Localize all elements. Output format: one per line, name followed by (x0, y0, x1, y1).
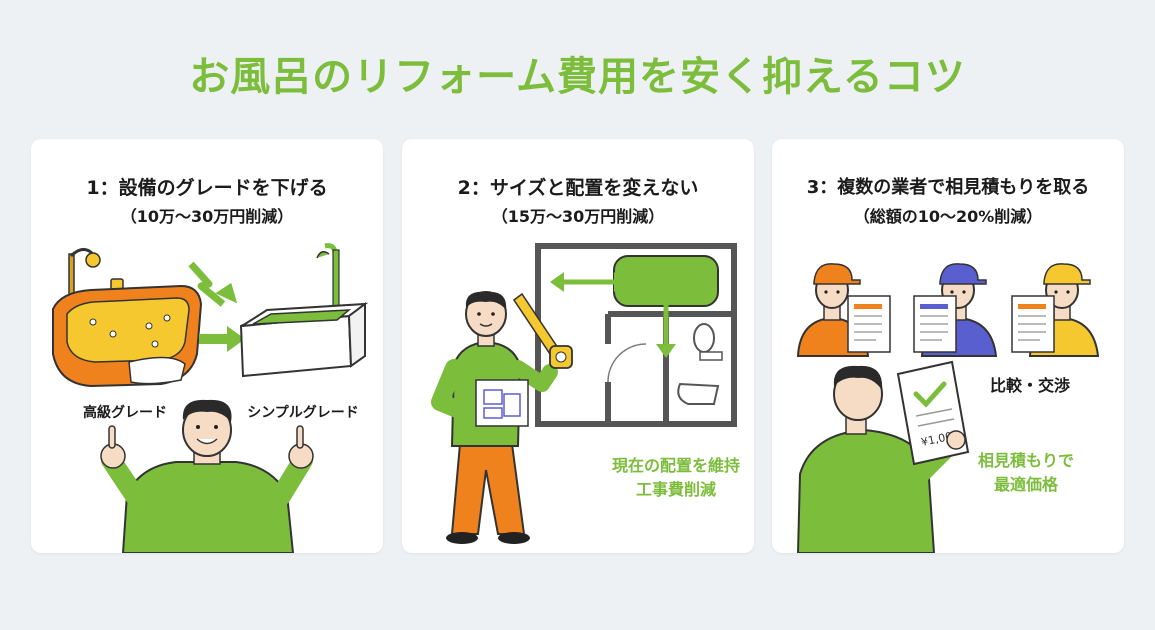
luxury-bathtub-icon (52, 248, 203, 388)
card-subheading: （総額の10〜20%削減） (853, 207, 1043, 226)
card-heading: 3：複数の業者で相見積もりを取る (806, 177, 1090, 198)
tip-card-1: 1：設備のグレードを下げる （10万〜30万円削減） (31, 139, 383, 553)
grade-illustration: 高級グレード シンプルグレード (52, 243, 369, 553)
quote-document-icon (847, 295, 891, 353)
card-heading: 1：設備のグレードを下げる (86, 177, 328, 199)
quote-illustration: 比較・交渉 ¥1,000 相見積もりで 最適価格 (796, 263, 1100, 553)
simple-bathtub-icon (239, 243, 369, 378)
quote-document-icon (1011, 295, 1055, 353)
arrow-icon (188, 261, 245, 352)
layout-illustration: 現在の配置を維持 工事費削減 (431, 243, 740, 544)
label-luxury: 高級グレード (83, 404, 167, 421)
compare-label: 比較・交渉 (990, 376, 1070, 395)
layout-note-line2: 工事費削減 (636, 480, 716, 499)
quote-note-line1: 相見積もりで (978, 451, 1074, 470)
page-title: お風呂のリフォーム費用を安く抑えるコツ (189, 54, 966, 100)
card-subheading: （15万〜30万円削減） (491, 207, 665, 226)
tip-card-3: 3：複数の業者で相見積もりを取る （総額の10〜20%削減） (772, 139, 1124, 553)
floor-plan-icon (535, 243, 737, 427)
quote-document-icon (913, 295, 957, 353)
checkmark-icon (913, 381, 947, 408)
man-pointing-icon (100, 399, 314, 553)
man-measuring-icon (431, 291, 558, 544)
quote-note-line2: 最適価格 (994, 475, 1059, 494)
label-simple: シンプルグレード (247, 404, 359, 421)
tip-card-2: 2：サイズと配置を変えない （15万〜30万円削減） (402, 139, 754, 553)
tape-measure-icon (512, 292, 573, 369)
card-subheading: （10万〜30万円削減） (120, 207, 294, 226)
layout-note-line1: 現在の配置を維持 (612, 456, 740, 475)
card-heading: 2：サイズと配置を変えない (457, 177, 699, 199)
